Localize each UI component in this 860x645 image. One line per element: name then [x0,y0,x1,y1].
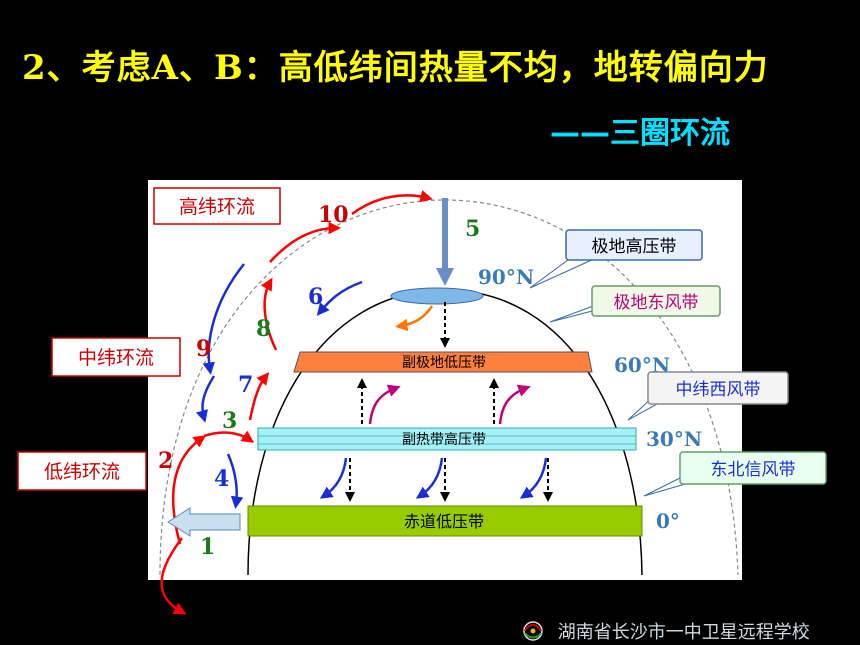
trade-wind-arrow-center [415,457,444,499]
polar-high-callout-text: 极地高压带 [592,237,677,257]
red-arrow-8 [260,277,278,351]
slide-subtitle: ——三圈环流 [550,116,730,151]
equatorial-low-belt [247,505,643,537]
latitude-30-label: 30°N [646,427,702,451]
footer: 湖南省长沙市一中卫星远程学校 [520,618,810,644]
equatorial-low-label: 赤道低压带 [404,512,484,531]
arrow-number-4: 4 [214,466,229,492]
arrow-number-2: 2 [158,448,173,474]
polar-high-disc [390,287,484,305]
blue-arrow-9b [195,375,216,423]
arrow-number-10: 10 [318,202,349,228]
polar-high-callout: 极地高压带 [529,229,703,289]
subpolar-low-label: 副极地低压带 [402,355,486,371]
atmosphere-boundary [159,199,739,576]
red-arrow-7 [248,372,270,421]
westerlies-callout: 中纬西风带 [627,371,789,421]
westerly-arrow-left [368,384,401,425]
descending-air-arrowhead [436,268,454,286]
ne-trades-callout: 东北信风带 [643,451,827,497]
mid-latitude-cell-label: 中纬环流 [51,337,181,377]
red-arrow-1 [160,537,187,615]
polar-easterlies-callout-text: 极地东风带 [614,293,699,313]
red-arrow-10b [351,190,433,216]
westerly-arrow-right [498,384,531,425]
arrow-number-7: 7 [238,372,253,398]
arrow-number-9: 9 [196,336,211,362]
latitude-0-label: 0° [656,509,680,533]
equator-return-arrow [167,507,241,537]
school-logo-icon [523,621,543,641]
slide-title: 2、考虑A、B：高低纬间热量不均，地转偏向力 [22,48,769,88]
subpolar-low-belt [293,351,593,373]
arrow-number-1: 1 [200,534,215,560]
westerlies-callout-text: 中纬西风带 [676,380,761,400]
arrow-number-5: 5 [465,216,480,242]
subtropical-high-belt [257,427,637,451]
red-arrow-3 [203,430,255,443]
polar-easterlies-callout: 极地东风带 [549,285,721,323]
red-arrow-10a [269,221,341,263]
blue-arrow-4 [226,453,244,509]
polar-easterly-arrow [395,305,434,332]
blue-arrow-6 [316,280,363,316]
svg-text:低纬环流: 低纬环流 [44,461,120,483]
footer-text: 湖南省长沙市一中卫星远程学校 [557,622,810,643]
red-arrow-2 [172,435,207,545]
low-latitude-cell-label: 低纬环流 [17,451,147,491]
latitude-90-label: 90°N [478,265,534,289]
high-latitude-cell-label: 高纬环流 [153,187,281,225]
svg-text:高纬环流: 高纬环流 [179,196,255,218]
blue-arrow-9a [202,263,245,375]
svg-text:中纬环流: 中纬环流 [78,347,154,369]
arrow-number-8: 8 [256,316,271,342]
trade-wind-arrow-left [319,457,348,499]
subtropical-high-label: 副热带高压带 [402,431,486,448]
arrow-number-6: 6 [308,284,323,310]
trade-wind-arrow-right [519,457,548,499]
arrow-number-3: 3 [222,408,237,434]
ne-trades-callout-text: 东北信风带 [711,460,796,480]
